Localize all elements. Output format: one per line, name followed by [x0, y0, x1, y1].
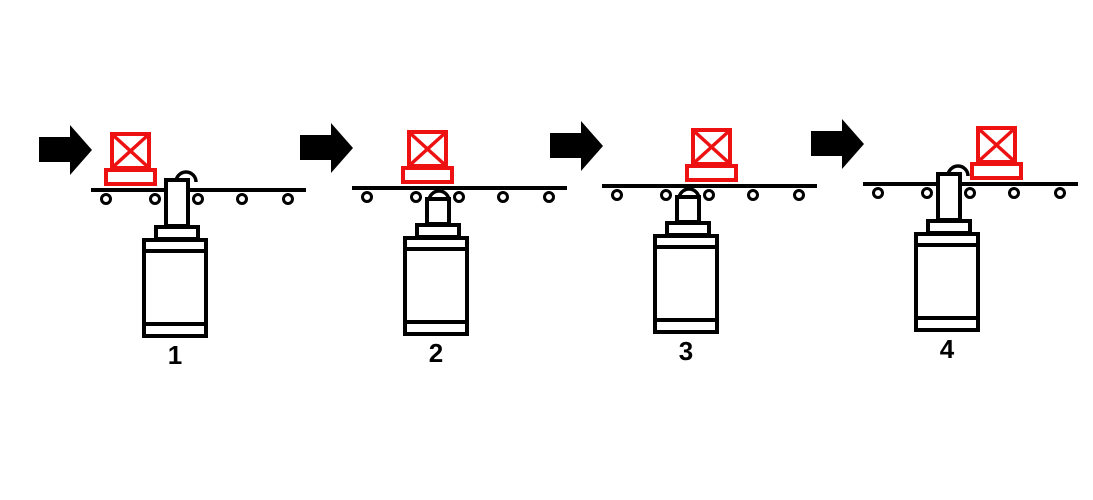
cylinder-body — [914, 232, 980, 332]
roller-icon — [192, 193, 204, 205]
roller-icon — [149, 193, 161, 205]
roller-icon — [100, 193, 112, 205]
roller-icon — [410, 191, 422, 203]
roller-icon — [497, 191, 509, 203]
cylinder-band — [655, 245, 717, 249]
panel-1: 1 — [39, 125, 306, 370]
cylinder-band — [916, 243, 978, 247]
step-label: 4 — [940, 334, 955, 364]
cylinder-band — [405, 320, 467, 324]
cylinder-band — [405, 247, 467, 251]
panel-3: 3 — [550, 121, 817, 366]
package-cross-icon — [693, 130, 730, 164]
package-base — [685, 164, 738, 182]
cylinder-rod — [425, 197, 451, 226]
roller-icon — [660, 189, 672, 201]
cylinder-body — [653, 234, 719, 334]
roller-icon — [611, 189, 623, 201]
roller-icon — [282, 193, 294, 205]
cylinder-cap — [415, 223, 461, 239]
step-label: 1 — [168, 340, 182, 370]
roller-icon — [921, 187, 933, 199]
cylinder-body — [403, 236, 469, 336]
cylinder-rod — [675, 195, 701, 224]
cylinder-cap — [926, 219, 972, 235]
cylinder-cap — [154, 225, 200, 241]
panel-4: 4 — [811, 119, 1078, 364]
package-cross-icon — [978, 128, 1015, 162]
cylinder-rod — [164, 178, 190, 228]
cylinder-cap — [665, 221, 711, 237]
package-cross-icon — [112, 134, 149, 168]
package-cross-icon — [409, 132, 446, 166]
cylinder-body — [142, 238, 208, 338]
roller-icon — [1054, 187, 1066, 199]
package-base — [970, 162, 1023, 180]
cylinder-band — [144, 249, 206, 253]
roller-icon — [872, 187, 884, 199]
roller-icon — [703, 189, 715, 201]
cylinder-band — [144, 322, 206, 326]
conveyor-belt — [863, 182, 1078, 186]
conveyor-belt — [352, 186, 567, 190]
direction-arrow-icon — [550, 121, 603, 171]
direction-arrow-icon — [300, 123, 353, 173]
direction-arrow-icon — [811, 119, 864, 169]
roller-icon — [747, 189, 759, 201]
roller-icon — [543, 191, 555, 203]
step-label: 2 — [429, 338, 443, 368]
conveyor-belt — [91, 188, 306, 192]
roller-icon — [964, 187, 976, 199]
package-base — [104, 168, 157, 186]
panel-2: 2 — [300, 123, 567, 368]
cylinder-band — [916, 316, 978, 320]
package-base — [401, 166, 454, 184]
roller-icon — [361, 191, 373, 203]
direction-arrow-icon — [39, 125, 92, 175]
roller-icon — [453, 191, 465, 203]
roller-icon — [793, 189, 805, 201]
roller-icon — [236, 193, 248, 205]
cylinder-band — [655, 318, 717, 322]
conveyor-belt — [602, 184, 817, 188]
cylinder-rod — [936, 172, 962, 222]
roller-icon — [1008, 187, 1020, 199]
step-label: 3 — [679, 336, 693, 366]
